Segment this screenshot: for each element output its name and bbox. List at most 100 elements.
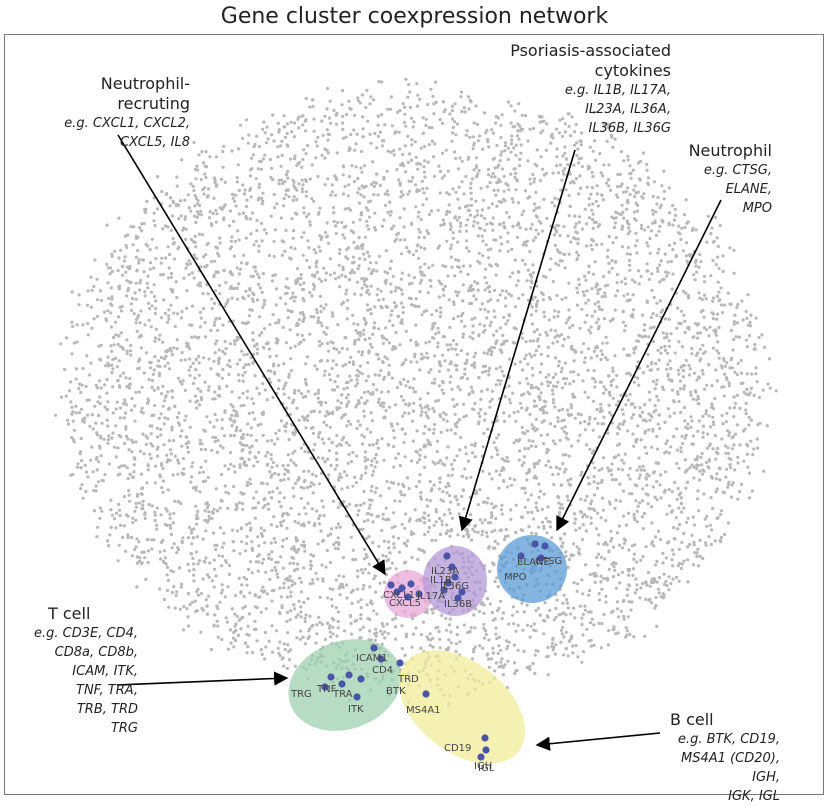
background-point xyxy=(529,355,534,359)
background-point xyxy=(135,537,139,541)
background-point xyxy=(216,606,220,611)
background-point xyxy=(150,413,154,418)
background-point xyxy=(505,210,509,215)
background-point xyxy=(354,384,358,388)
background-point xyxy=(209,647,213,652)
background-point xyxy=(368,307,372,311)
background-point xyxy=(613,568,617,572)
background-point xyxy=(470,538,474,542)
background-point xyxy=(694,322,698,326)
background-point xyxy=(199,177,203,182)
background-point xyxy=(302,540,306,544)
background-point xyxy=(495,637,499,641)
background-point xyxy=(505,339,509,343)
background-point xyxy=(423,159,427,163)
background-point xyxy=(697,291,701,295)
background-point xyxy=(660,184,664,188)
background-point xyxy=(349,632,354,636)
background-point xyxy=(463,367,467,371)
background-point xyxy=(494,469,498,473)
background-point xyxy=(692,273,696,277)
background-point xyxy=(424,123,428,127)
background-point xyxy=(392,224,396,228)
background-point xyxy=(215,543,219,547)
background-point xyxy=(296,562,300,566)
background-point xyxy=(362,332,366,336)
background-point xyxy=(622,461,626,465)
background-point xyxy=(501,673,505,677)
background-point xyxy=(450,117,455,121)
background-point xyxy=(320,324,324,328)
background-point xyxy=(636,504,640,508)
background-point xyxy=(632,217,637,221)
background-point xyxy=(461,534,465,538)
background-point xyxy=(274,568,278,573)
background-point xyxy=(514,143,518,147)
background-point xyxy=(406,380,410,384)
background-point xyxy=(115,511,119,515)
background-point xyxy=(539,120,544,124)
background-point xyxy=(525,603,529,607)
background-point xyxy=(593,139,597,143)
background-point xyxy=(626,246,630,250)
background-point xyxy=(150,237,154,241)
background-point xyxy=(131,243,135,247)
background-point xyxy=(559,628,564,633)
background-point xyxy=(653,404,657,408)
background-point xyxy=(497,433,501,437)
background-point xyxy=(291,291,295,295)
background-point xyxy=(641,418,645,422)
background-point xyxy=(283,384,287,388)
background-point xyxy=(300,187,304,191)
background-point xyxy=(479,214,483,218)
background-point xyxy=(250,547,254,552)
background-point xyxy=(199,591,203,596)
background-point xyxy=(448,617,452,621)
background-point xyxy=(168,204,172,208)
background-point xyxy=(572,143,577,147)
background-point xyxy=(468,335,472,339)
background-point xyxy=(483,518,487,522)
background-point xyxy=(399,277,403,281)
background-point xyxy=(208,155,212,159)
background-point xyxy=(685,241,689,245)
background-point xyxy=(407,519,412,523)
background-point xyxy=(402,440,406,445)
background-point xyxy=(155,506,159,510)
background-point xyxy=(575,153,579,157)
background-point xyxy=(484,632,488,637)
background-point xyxy=(493,669,497,673)
background-point xyxy=(153,339,157,343)
background-point xyxy=(92,317,96,321)
background-point xyxy=(194,177,198,181)
background-point xyxy=(91,427,95,431)
background-point xyxy=(249,426,253,430)
background-point xyxy=(247,314,251,318)
background-point xyxy=(192,579,196,583)
background-point xyxy=(682,213,687,217)
background-point xyxy=(261,191,265,195)
background-point xyxy=(336,547,340,551)
background-point xyxy=(536,606,541,610)
background-point xyxy=(279,478,283,483)
background-point xyxy=(448,112,452,116)
background-point xyxy=(358,101,362,105)
background-point xyxy=(632,512,636,517)
background-point xyxy=(242,192,247,196)
background-point xyxy=(670,287,674,291)
background-point xyxy=(328,560,332,565)
background-point xyxy=(627,573,631,577)
background-point xyxy=(490,657,494,661)
background-point xyxy=(135,561,139,565)
background-point xyxy=(321,539,325,543)
background-point xyxy=(167,317,171,321)
background-point xyxy=(696,397,701,401)
background-point xyxy=(326,341,330,345)
background-point xyxy=(455,403,459,407)
background-point xyxy=(479,307,483,311)
background-point xyxy=(472,613,476,617)
background-point xyxy=(69,400,73,404)
background-point xyxy=(449,375,453,379)
background-point xyxy=(497,180,501,184)
background-point xyxy=(385,338,389,342)
